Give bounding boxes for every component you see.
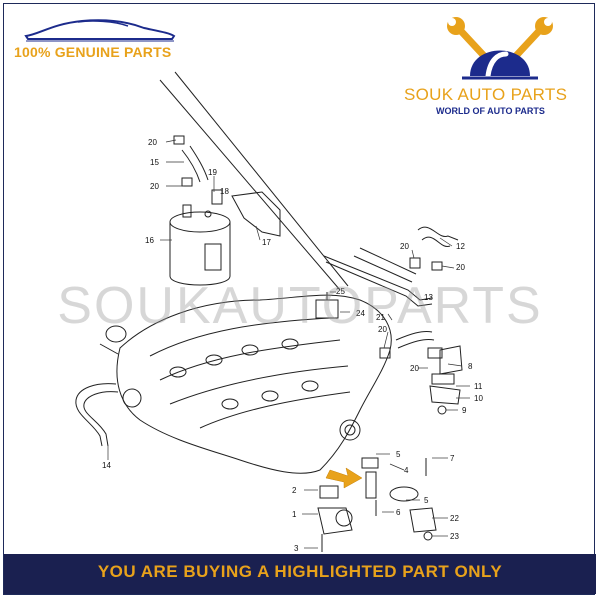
callout-12: 12	[456, 242, 465, 251]
wrench-left-icon	[447, 17, 490, 62]
brand-logo-icon	[447, 17, 553, 80]
callout-3: 3	[294, 544, 299, 553]
callout-15: 15	[150, 158, 159, 167]
callout-14: 14	[102, 461, 111, 470]
callout-5: 5	[396, 450, 401, 459]
callout-8: 8	[468, 362, 473, 371]
wrench-right-icon	[510, 17, 553, 62]
callout-13: 13	[424, 293, 433, 302]
callout-19: 19	[208, 168, 217, 177]
callout-20: 20	[456, 263, 465, 272]
callout-labels: 20 15 20 16 19 18 17 20 12 20 13 25 24 2…	[102, 138, 483, 553]
callout-24: 24	[356, 309, 365, 318]
callout-17: 17	[262, 238, 271, 247]
callout-4: 4	[404, 466, 409, 475]
callout-20: 20	[150, 182, 159, 191]
page-frame	[3, 3, 595, 595]
callout-2: 2	[292, 486, 297, 495]
callout-18: 18	[220, 187, 229, 196]
car-logo	[24, 19, 176, 42]
brand-name: SOUK AUTO PARTS	[404, 85, 568, 104]
callout-5: 5	[424, 496, 429, 505]
genuine-parts-label: 100% GENUINE PARTS	[14, 44, 172, 60]
callout-9: 9	[462, 406, 467, 415]
callout-21: 21	[376, 313, 385, 322]
callout-1: 1	[292, 510, 297, 519]
callout-20: 20	[378, 325, 387, 334]
brand-tagline: WORLD OF AUTO PARTS	[436, 106, 545, 116]
callout-23: 23	[450, 532, 459, 541]
callout-10: 10	[474, 394, 483, 403]
callout-16: 16	[145, 236, 154, 245]
callout-11: 11	[474, 382, 483, 391]
footer-banner: YOU ARE BUYING A HIGHLIGHTED PART ONLY	[4, 554, 596, 594]
callout-20: 20	[148, 138, 157, 147]
callout-20: 20	[410, 364, 419, 373]
callout-25: 25	[336, 287, 345, 296]
watermark: SOUKAUTOPARTS	[57, 277, 543, 335]
callout-20: 20	[400, 242, 409, 251]
callout-22: 22	[450, 514, 459, 523]
footer-text: YOU ARE BUYING A HIGHLIGHTED PART ONLY	[97, 562, 503, 581]
callout-7: 7	[450, 454, 455, 463]
dome-shape	[470, 50, 530, 76]
callout-6: 6	[396, 508, 401, 517]
highlight-arrow	[325, 467, 363, 489]
